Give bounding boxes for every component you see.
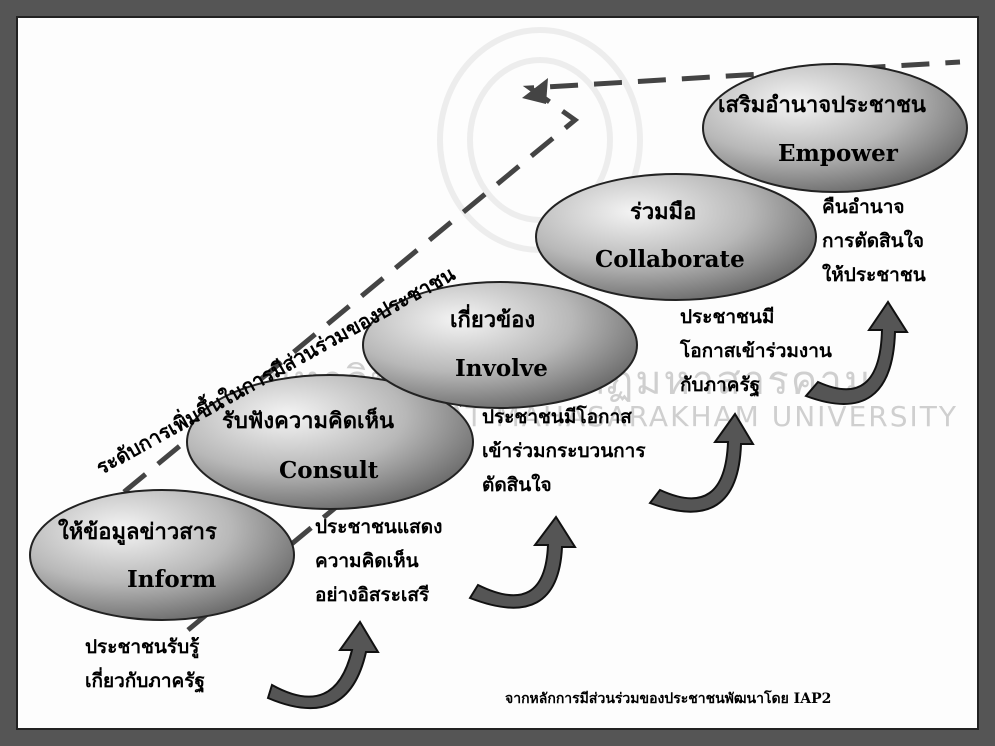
ellipse-collaborate: [535, 173, 817, 301]
level-english-consult: Consult: [279, 457, 379, 484]
curved-arrow-2: [468, 515, 577, 609]
ellipse-consult: [186, 374, 474, 510]
level-thai-empower: เสริมอำนาจประชาชน: [718, 92, 926, 118]
description-line: ให้ประชาชน: [822, 264, 926, 286]
ellipse-inform: [29, 489, 295, 621]
description-line: ประชาชนแสดง: [315, 516, 443, 538]
level-thai-inform: ให้ข้อมูลข่าวสาร: [58, 519, 217, 545]
description-line: ประชาชนรับรู้: [85, 636, 200, 658]
description-line: โอกาสเข้าร่วมงาน: [680, 340, 832, 362]
description-consult: ประชาชนแสดง ความคิดเห็น อย่างอิสระเสรี: [315, 510, 442, 612]
curved-arrow-1: [266, 620, 380, 710]
level-english-empower: Empower: [778, 140, 898, 167]
description-line: กับภาครัฐ: [680, 374, 761, 396]
description-involve: ประชาชนมีโอกาส เข้าร่วมกระบวนการ ตัดสินใ…: [482, 400, 646, 502]
curved-arrow-3: [648, 412, 755, 513]
dashed-arrow-upper: [88, 59, 961, 522]
source-note: จากหลักการมีส่วนร่วมของประชาชนพัฒนาโดย I…: [505, 691, 832, 707]
level-thai-consult: รับฟังความคิดเห็น: [222, 408, 395, 434]
description-line: คืนอำนาจ: [822, 196, 905, 218]
description-line: ประชาชนมี: [680, 306, 775, 328]
description-line: ประชาชนมีโอกาส: [482, 406, 632, 428]
ellipse-empower: [702, 63, 968, 193]
description-line: การตัดสินใจ: [822, 230, 925, 252]
ellipse-involve: [362, 281, 638, 409]
curved-arrow-4: [804, 300, 909, 405]
description-line: เข้าร่วมกระบวนการ: [482, 440, 646, 462]
description-collaborate: ประชาชนมี โอกาสเข้าร่วมงาน กับภาครัฐ: [680, 300, 832, 402]
dashed-arrowhead: [522, 78, 548, 104]
level-english-inform: Inform: [127, 566, 217, 593]
description-line: ตัดสินใจ: [482, 474, 552, 496]
description-inform: ประชาชนรับรู้ เกี่ยวกับภาครัฐ: [85, 630, 205, 698]
level-english-involve: Involve: [455, 355, 548, 382]
description-line: เกี่ยวกับภาครัฐ: [85, 670, 205, 692]
description-empower: คืนอำนาจ การตัดสินใจ ให้ประชาชน: [822, 190, 926, 292]
level-thai-involve: เกี่ยวข้อง: [450, 307, 536, 333]
level-english-collaborate: Collaborate: [595, 246, 745, 273]
description-line: อย่างอิสระเสรี: [315, 584, 430, 606]
description-line: ความคิดเห็น: [315, 550, 419, 572]
level-thai-collaborate: ร่วมมือ: [630, 199, 697, 225]
